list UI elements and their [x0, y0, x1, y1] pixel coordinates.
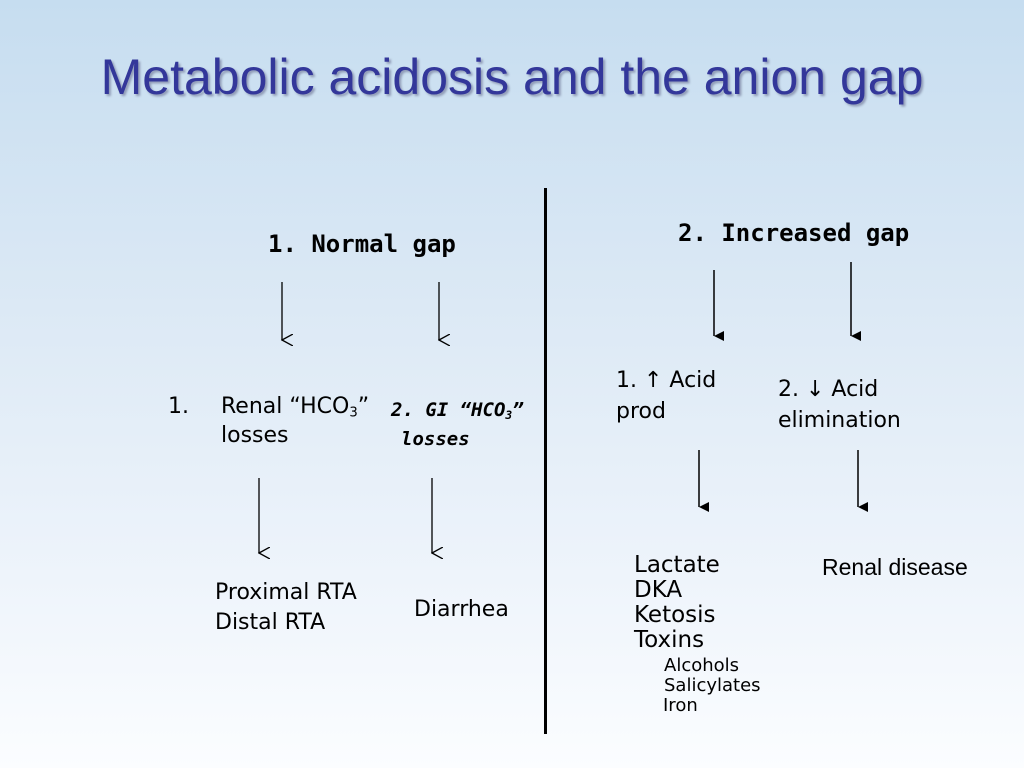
- renal-cause-item: Proximal RTA: [215, 580, 357, 605]
- prod-cause-item: DKA: [634, 577, 683, 603]
- renal-cause-item: Distal RTA: [215, 610, 326, 635]
- prod-cause-item: Toxins: [634, 627, 705, 653]
- prod-cause-item: Ketosis: [634, 602, 716, 628]
- acid-prod-label: 1. ↑ Acid prod: [616, 368, 717, 424]
- toxin-item: Salicylates: [664, 675, 761, 696]
- gi-cause: Diarrhea: [414, 597, 509, 622]
- page-title: Metabolic acidosis and the anion gap: [100, 49, 924, 105]
- gi-losses-label: 2. GI “HCO3” losses: [391, 399, 524, 450]
- toxin-item: Iron: [663, 695, 698, 716]
- acid-elim-label: 2. ↓ Acid elimination: [778, 377, 901, 433]
- elim-cause: Renal disease: [822, 554, 968, 580]
- normal-gap-heading: 1. Normal gap: [268, 230, 456, 258]
- renal-causes-list: Proximal RTA Distal RTA: [215, 578, 357, 638]
- prod-cause-item: Lactate: [634, 552, 720, 578]
- renal-losses-label: Renal “HCO3” losses: [221, 394, 370, 448]
- renal-number: 1.: [168, 394, 189, 419]
- acid-prod-causes-list: Lactate DKA Ketosis Toxins: [634, 553, 720, 653]
- toxins-sublist: Alcohols Salicylates Iron: [663, 655, 761, 716]
- toxin-item: Alcohols: [664, 655, 740, 676]
- increased-gap-heading: 2. Increased gap: [678, 219, 910, 247]
- column-divider: [544, 188, 547, 734]
